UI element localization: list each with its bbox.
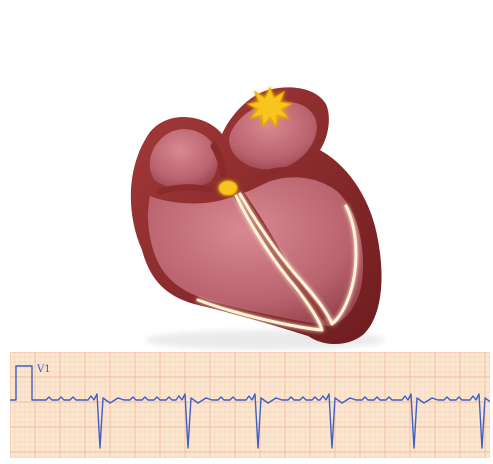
ecg-strip: V1 <box>10 352 490 458</box>
ecg-lead-label: V1 <box>36 364 51 375</box>
av-node <box>219 181 237 195</box>
